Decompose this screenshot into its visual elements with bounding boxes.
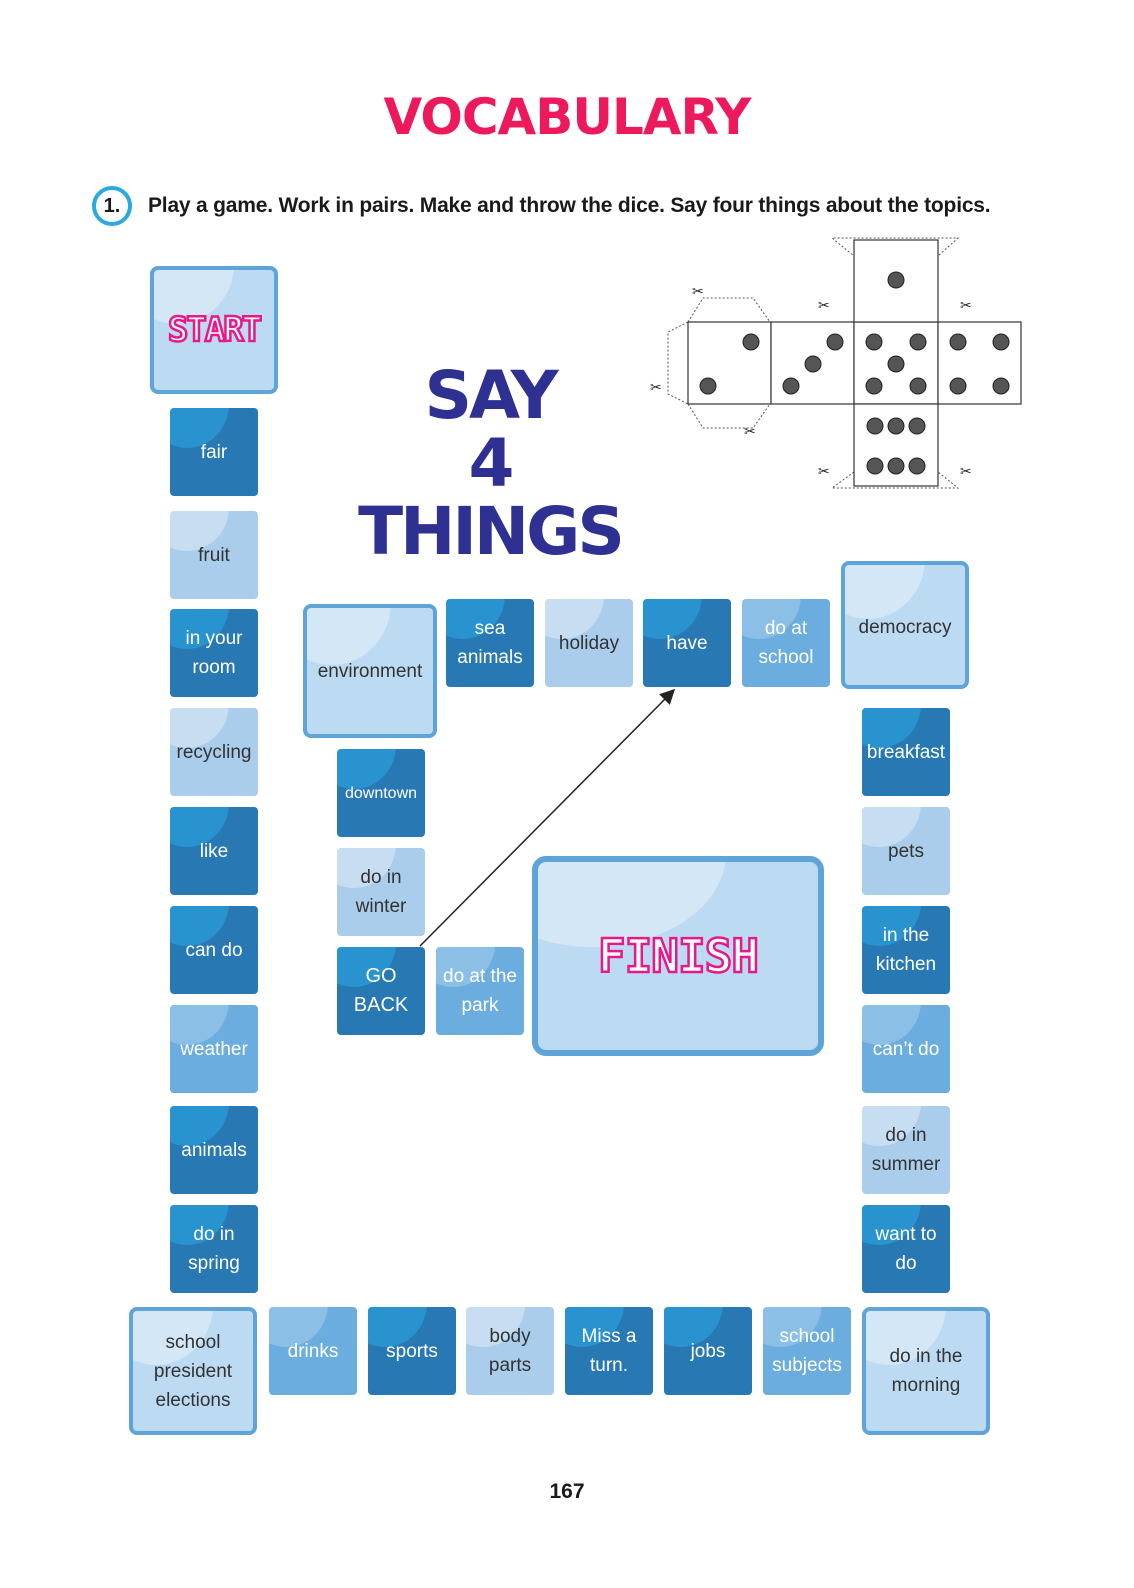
tile-miss-a-turn[interactable]: Miss a turn. (565, 1307, 653, 1395)
tile-label: school subjects (772, 1326, 842, 1376)
tile-label: weather (180, 1038, 248, 1060)
tile-have[interactable]: have (643, 599, 731, 687)
tile-democracy[interactable]: democracy (841, 561, 969, 689)
tile-weather[interactable]: weather (170, 1005, 258, 1093)
tile-sea-animals[interactable]: sea animals (446, 599, 534, 687)
tile-environment[interactable]: environment (303, 604, 437, 738)
exercise-number: 1. (92, 186, 132, 226)
tile-fruit[interactable]: fruit (170, 511, 258, 599)
tile-in-the-kitchen[interactable]: in the kitchen (862, 906, 950, 994)
tile-label: do in spring (188, 1224, 240, 1274)
tile-do-in-the-morning[interactable]: do in the morning (862, 1307, 990, 1435)
tile-label: can’t do (872, 1038, 940, 1060)
tile-jobs[interactable]: jobs (664, 1307, 752, 1395)
tile-label: sports (386, 1340, 438, 1362)
tile-label: jobs (690, 1340, 726, 1362)
page-number: 167 (549, 1480, 585, 1503)
tile-cant-do[interactable]: can’t do (862, 1005, 950, 1093)
scissors-icon: ✂ (960, 298, 972, 314)
tile-school-subjects[interactable]: school subjects (763, 1307, 851, 1395)
tile-label: body parts (488, 1326, 532, 1376)
scissors-icon: ✂ (818, 464, 830, 480)
tile-label: environment (317, 660, 423, 682)
say-line-2: 4 (468, 425, 515, 502)
scissors-icon: ✂ (650, 380, 662, 396)
scissors-icon: ✂ (692, 284, 704, 300)
tile-label: drinks (287, 1340, 339, 1362)
tile-label: pets (888, 840, 924, 862)
tile-label: fruit (198, 544, 230, 566)
tile-body-parts[interactable]: body parts (466, 1307, 554, 1395)
start-tile[interactable]: START (150, 266, 278, 394)
tile-label: breakfast (866, 741, 946, 763)
tile-label: do in the morning (889, 1346, 963, 1396)
start-label: START (167, 309, 264, 350)
finish-label: FINISH (597, 928, 761, 983)
tile-fair[interactable]: fair (170, 408, 258, 496)
tile-label: Miss a turn. (581, 1326, 637, 1376)
tile-label: do at the park (443, 966, 517, 1016)
tile-label: do in summer (871, 1125, 941, 1175)
tile-holiday[interactable]: holiday (545, 599, 633, 687)
tile-sports[interactable]: sports (368, 1307, 456, 1395)
say-four-things: SAY 4 THINGS (340, 362, 640, 566)
tile-in-your-room[interactable]: in your room (170, 609, 258, 697)
tile-label: in the kitchen (875, 925, 937, 975)
tile-downtown[interactable]: downtown (337, 749, 425, 837)
exercise-instruction: Play a game. Work in pairs. Make and thr… (148, 194, 991, 217)
tile-animals[interactable]: animals (170, 1106, 258, 1194)
tile-label: have (666, 632, 708, 654)
say-line-1: SAY (424, 357, 558, 434)
tile-label: downtown (344, 784, 418, 802)
tile-school-president-elections[interactable]: school president elections (129, 1307, 257, 1435)
tile-do-in-summer[interactable]: do in summer (862, 1106, 950, 1194)
tile-do-in-spring[interactable]: do in spring (170, 1205, 258, 1293)
tile-can-do[interactable]: can do (170, 906, 258, 994)
tile-label: GO BACK (353, 965, 409, 1016)
tile-label: recycling (176, 741, 252, 763)
tile-drinks[interactable]: drinks (269, 1307, 357, 1395)
tile-label: holiday (558, 632, 620, 654)
tile-breakfast[interactable]: breakfast (862, 708, 950, 796)
tile-label: do at school (758, 618, 814, 668)
say-line-3: THINGS (358, 493, 625, 570)
tile-label: school president elections (153, 1331, 233, 1411)
tile-pets[interactable]: pets (862, 807, 950, 895)
tile-label: democracy (858, 617, 952, 638)
tile-do-at-school[interactable]: do at school (742, 599, 830, 687)
tile-label: want to do (875, 1224, 937, 1274)
page-title: VOCABULARY (383, 88, 752, 146)
tile-label: animals (181, 1139, 247, 1161)
tile-go-back[interactable]: GO BACK (337, 947, 425, 1035)
tile-label: like (199, 840, 229, 862)
tile-like[interactable]: like (170, 807, 258, 895)
tile-label: sea animals (457, 618, 523, 668)
tile-recycling[interactable]: recycling (170, 708, 258, 796)
finish-tile[interactable]: FINISH (532, 856, 824, 1056)
tile-label: in your room (185, 628, 243, 678)
tile-want-to-do[interactable]: want to do (862, 1205, 950, 1293)
tile-label: do in winter (355, 867, 407, 917)
scissors-icon: ✂ (744, 424, 756, 440)
tile-label: can do (185, 939, 243, 961)
tile-label: fair (200, 441, 228, 463)
tile-do-in-winter[interactable]: do in winter (337, 848, 425, 936)
scissors-icon: ✂ (960, 464, 972, 480)
dice-net-icon: ✂ ✂ ✂ ✂ ✂ ✂ ✂ (650, 237, 1022, 489)
tile-do-at-the-park[interactable]: do at the park (436, 947, 524, 1035)
scissors-icon: ✂ (818, 298, 830, 314)
